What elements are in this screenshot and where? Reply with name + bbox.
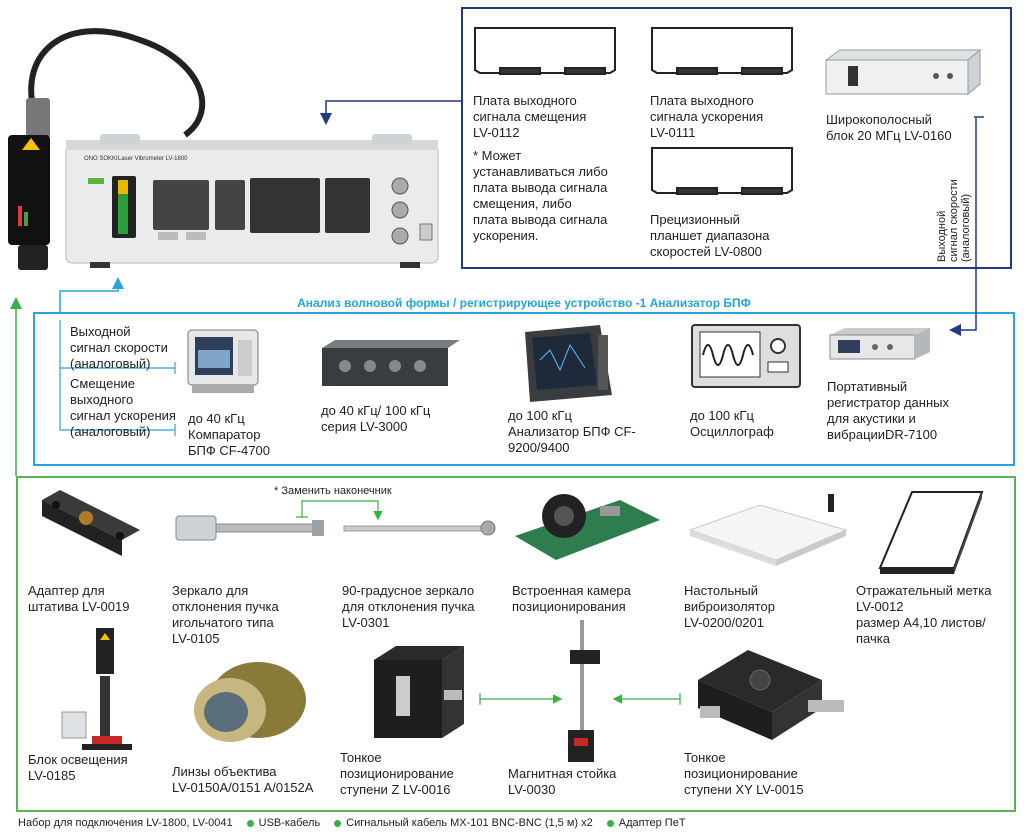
fft-analyzer-icon: [525, 325, 612, 402]
signal-velocity-label: Выходной сигнал скорости (аналоговый): [70, 324, 168, 371]
z-stage-icon: [374, 646, 464, 738]
xy-stage-label: Тонкое позиционирование ступени XY LV-00…: [684, 750, 804, 797]
lv3000-icon: [322, 340, 460, 386]
mirror-90-icon: [343, 520, 496, 536]
footer-usb-item: USB-кабель: [246, 817, 321, 829]
magnetic-stand-label: Магнитная стойка LV-0030: [508, 766, 617, 797]
footer-bnc: Сигнальный кабель MX-101 BNC-BNC (1,5 м)…: [346, 817, 593, 829]
needle-mirror-icon: [175, 515, 324, 541]
mirror-90-label: 90-градусное зеркало для отклонения пучк…: [342, 583, 475, 630]
broadband-block-label: Широкополосный блок 20 МГц LV-0160: [826, 112, 952, 143]
analysis-box: [33, 312, 1015, 466]
tripod-adapter-icon: [42, 490, 140, 556]
recorder-icon: [829, 328, 930, 360]
footer-bnc-item: Сигнальный кабель MX-101 BNC-BNC (1,5 м)…: [334, 817, 593, 829]
board-lv0112-icon: [474, 27, 616, 75]
tripod-adapter-label: Адаптер для штатива LV-0019: [28, 583, 130, 614]
precision-tablet-label: Прецизионный планшет диапазона скоростей…: [650, 212, 770, 259]
fft-analyzer-label: до 100 кГц Анализатор БПФ CF- 9200/9400: [508, 408, 636, 455]
footer-adapter-item: Адаптер ПеТ: [606, 817, 686, 829]
device-brand: ONO SOKKI: [84, 156, 118, 162]
board-lv0111-icon: [651, 27, 793, 75]
device-model: Laser Vibrometer LV-1800: [118, 156, 188, 162]
broadband-to-recorder-arrow: [949, 118, 977, 336]
mid-to-device-arrow: [59, 277, 124, 312]
vibro-isolator-icon: [688, 494, 848, 566]
bullet-icon: [334, 819, 342, 827]
camera-label: Встроенная камера позиционирования: [512, 583, 631, 614]
accessories-box: [461, 7, 1012, 269]
optics-box: [16, 476, 1016, 812]
magnetic-stand-icon: [568, 620, 600, 762]
board-lv0800-icon: [651, 147, 793, 195]
signal-displacement-label: Смещение выходного сигнал ускорения (ана…: [70, 376, 176, 439]
footer: Набор для подключения LV-1800, LV-0041 U…: [18, 817, 686, 829]
z-stage-label: Тонкое позиционирование ступени Z LV-001…: [340, 750, 454, 797]
recorder-label: Портативный регистратор данных для акуст…: [827, 379, 949, 442]
comparator-icon: [187, 329, 259, 393]
board-note: * Может устанавливаться либо плата вывод…: [473, 148, 608, 243]
objective-lens-label: Линзы объектива LV-0150A/0151 A/0152A: [172, 764, 314, 795]
analysis-title: Анализ волновой формы / регистрирующее у…: [297, 296, 751, 310]
comparator-label: до 40 кГц Компаратор БПФ CF-4700: [188, 411, 270, 458]
footer-usb: USB-кабель: [258, 817, 321, 829]
oscilloscope-label: до 100 кГц Осциллограф: [690, 408, 774, 439]
lv3000-label: до 40 кГц/ 100 кГц серия LV-3000: [321, 403, 431, 434]
bullet-icon: [246, 819, 254, 827]
light-block-icon: [61, 628, 132, 750]
reflective-mark-label: Отражательный метка LV-0012 размер А4,10…: [856, 583, 992, 646]
top-to-device-arrow: [320, 100, 461, 125]
bullet-icon: [606, 819, 614, 827]
camera-icon: [515, 494, 660, 560]
reflective-mark-icon: [878, 491, 984, 574]
oscilloscope-icon: [691, 324, 801, 388]
board-displacement-label: Плата выходного сигнала смещения LV-0112: [473, 93, 587, 140]
footer-kit: Набор для подключения LV-1800, LV-0041: [18, 817, 233, 829]
xy-stage-icon: [698, 650, 844, 740]
needle-mirror-label: Зеркало для отклонения пучка игольчатого…: [172, 583, 279, 646]
replace-tip-note: * Заменить наконечник: [274, 485, 392, 497]
broadband-block-icon: [824, 48, 982, 96]
board-acceleration-label: Плата выходного сигнала ускорения LV-011…: [650, 93, 764, 140]
footer-adapter: Адаптер ПеТ: [618, 817, 686, 829]
objective-lens-icon: [194, 662, 306, 742]
vibro-isolator-label: Настольный виброизолятор LV-0200/0201: [684, 583, 775, 630]
light-block-label: Блок освещения LV-0185: [28, 752, 128, 783]
